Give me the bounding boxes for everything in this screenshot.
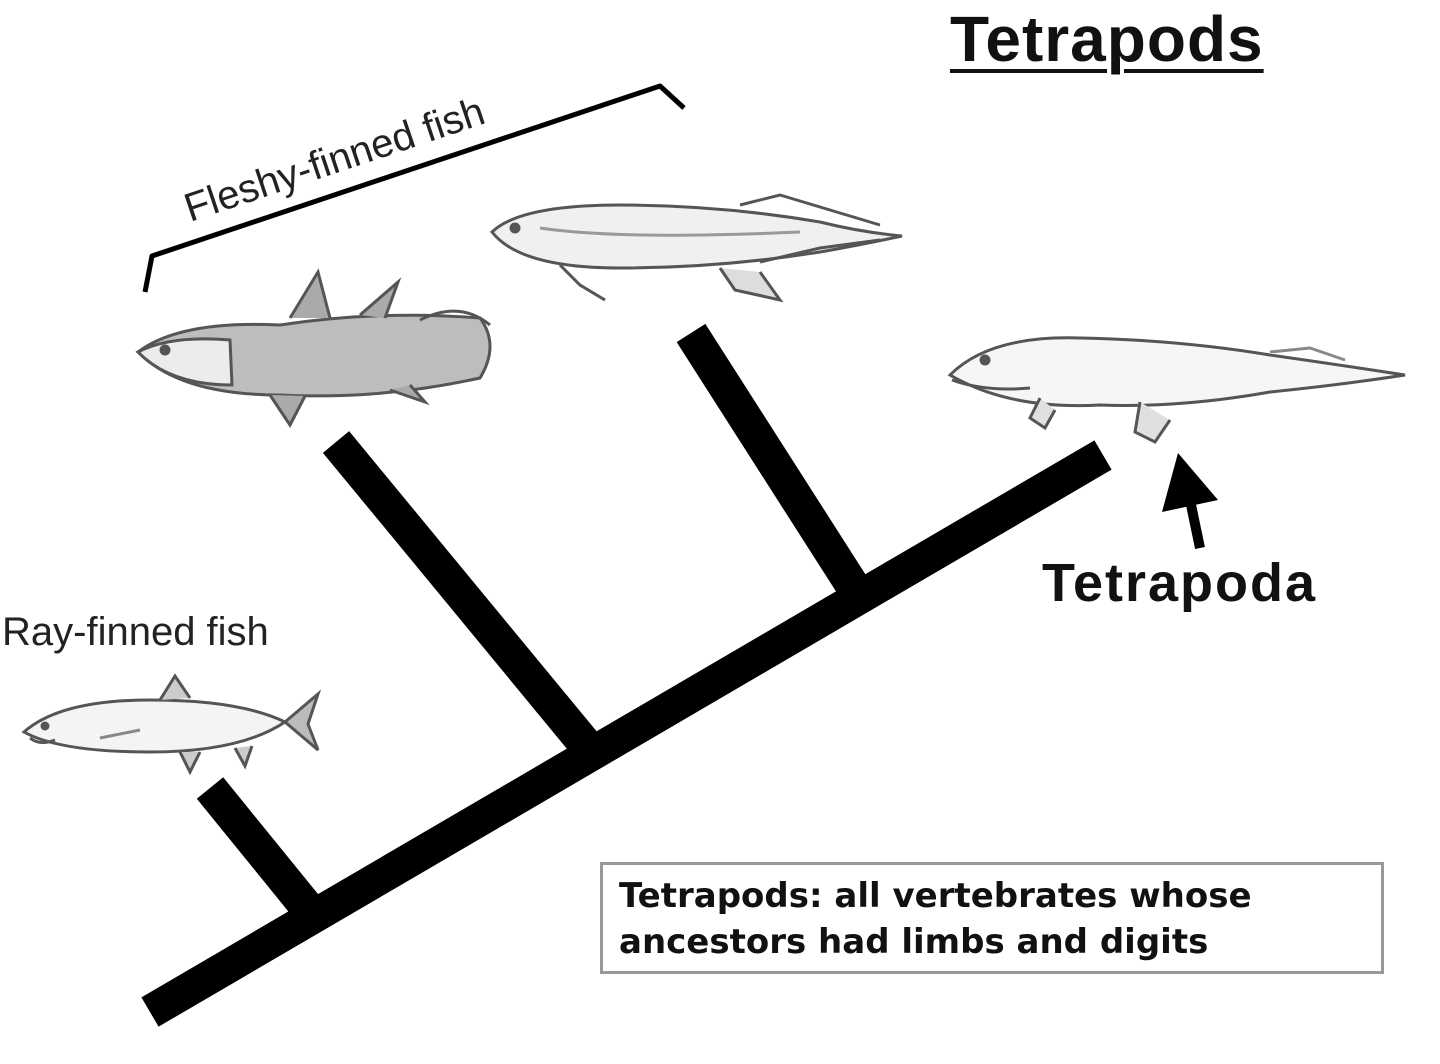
trunk-branch [141,440,1112,1027]
page-title: Tetrapods [950,3,1264,75]
branch-lungfish [676,323,869,598]
definition-box: Tetrapods: all vertebrates whose ancesto… [600,862,1384,974]
fleshy-finned-bracket [142,83,686,293]
label-tetrapoda: Tetrapoda [1042,553,1318,613]
definition-line-1: Tetrapods: all vertebrates whose [619,876,1252,916]
tetrapod-amphibian-icon [947,336,1406,444]
ray-finned-fish-icon [21,673,322,776]
branch-ray-finned [196,777,319,916]
definition-line-2: ancestors had limbs and digits [619,922,1209,962]
label-ray-finned: Ray-finned fish [2,610,269,654]
arrow-up-icon [1162,453,1218,550]
lungfish-icon [489,193,903,303]
coelacanth-icon [135,268,492,428]
branch-coelacanth [322,431,599,755]
